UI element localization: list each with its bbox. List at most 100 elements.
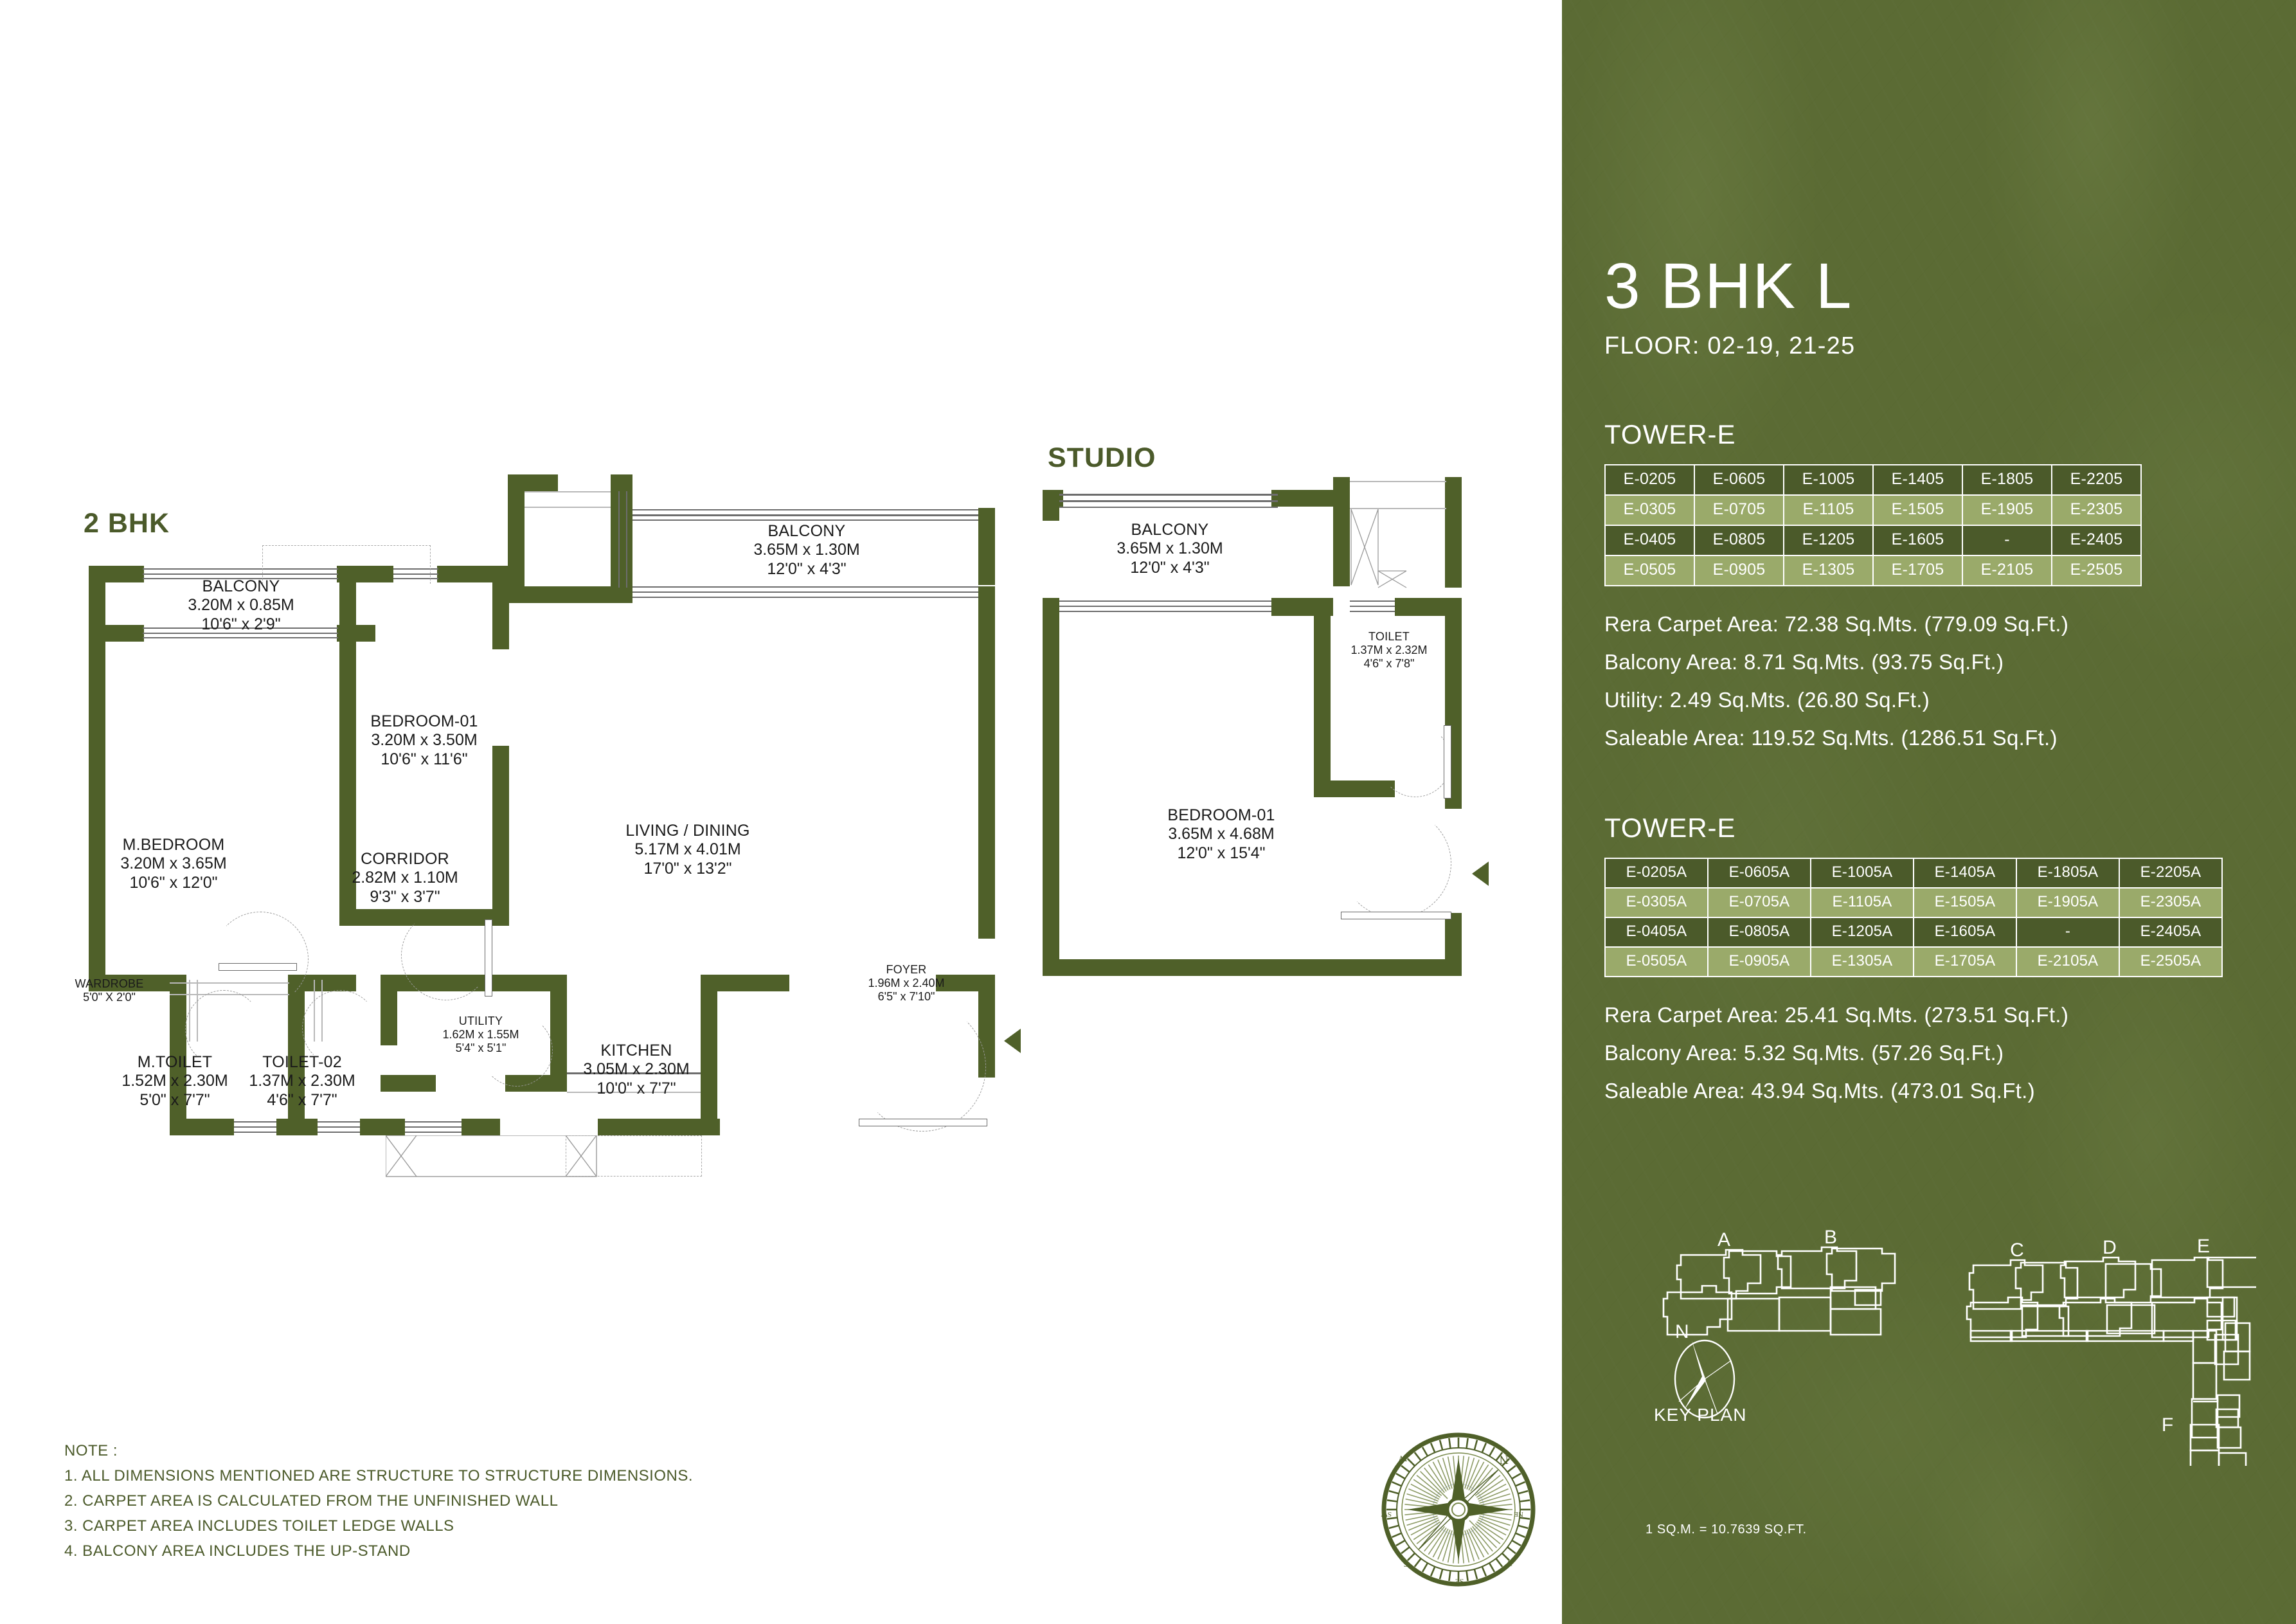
plan-title-2bhk: 2 BHK bbox=[84, 508, 170, 539]
room-label-utility: UTILITY 1.62M x 1.55M 5'4" x 5'1" bbox=[442, 1015, 519, 1055]
table-row: E-0205A E-0605A E-1005A E-1405A E-1805A … bbox=[1604, 858, 2223, 889]
area-line: Rera Carpet Area: 25.41 Sq.Mts. (273.51 … bbox=[1604, 1003, 2069, 1027]
unit-cell[interactable]: E-1205 bbox=[1783, 525, 1874, 556]
unit-cell[interactable]: E-0405 bbox=[1604, 525, 1695, 556]
unit-cell[interactable]: E-0505A bbox=[1604, 946, 1709, 977]
unit-cell[interactable]: E-2405 bbox=[2051, 525, 2142, 556]
studio-closet-hatch-icon bbox=[1350, 509, 1407, 588]
unit-cell-empty: - bbox=[2016, 917, 2120, 948]
utility-hatch-icon bbox=[386, 1135, 597, 1177]
unit-cell[interactable]: E-0305 bbox=[1604, 494, 1695, 526]
note-item: 1. ALL DIMENSIONS MENTIONED ARE STRUCTUR… bbox=[64, 1466, 694, 1484]
unit-cell[interactable]: E-1405A bbox=[1913, 858, 2017, 889]
compass-rose-icon: N NE E SE S SW W bbox=[1381, 1432, 1536, 1587]
unit-cell[interactable]: E-2205A bbox=[2119, 858, 2223, 889]
unit-cell[interactable]: E-1905 bbox=[1962, 494, 2052, 526]
unit-cell[interactable]: E-1805A bbox=[2016, 858, 2120, 889]
unit-cell[interactable]: E-1905A bbox=[2016, 887, 2120, 918]
unit-cell[interactable]: E-1105A bbox=[1810, 887, 1914, 918]
area-line: Rera Carpet Area: 72.38 Sq.Mts. (779.09 … bbox=[1604, 612, 2069, 636]
note-item: 2. CARPET AREA IS CALCULATED FROM THE UN… bbox=[64, 1492, 559, 1510]
room-label-bedroom-01: BEDROOM-01 3.20M x 3.50M 10'6" x 11'6" bbox=[370, 712, 478, 768]
room-label-foyer: FOYER 1.96M x 2.40M 6'5" x 7'10" bbox=[868, 963, 945, 1004]
unit-cell[interactable]: E-0705 bbox=[1694, 494, 1784, 526]
unit-cell[interactable]: E-0305A bbox=[1604, 887, 1709, 918]
unit-cell[interactable]: E-2505A bbox=[2119, 946, 2223, 977]
unit-cell[interactable]: E-1705A bbox=[1913, 946, 2017, 977]
room-label-balcony-left: BALCONY 3.20M x 0.85M 10'6" x 2'9" bbox=[188, 577, 294, 633]
unit-cell[interactable]: E-2205 bbox=[2051, 464, 2142, 496]
unit-cell[interactable]: E-1505A bbox=[1913, 887, 2017, 918]
table-row: E-0405 E-0805 E-1205 E-1605 - E-2405 bbox=[1604, 525, 2142, 556]
unit-cell[interactable]: E-1705 bbox=[1872, 555, 1963, 586]
table-row: E-0505A E-0905A E-1305A E-1705A E-2105A … bbox=[1604, 946, 2223, 977]
unit-cell[interactable]: E-0205 bbox=[1604, 464, 1695, 496]
key-plan-block-label: E bbox=[2197, 1236, 2210, 1257]
key-plan-north-arrow-icon: N bbox=[1674, 1321, 1735, 1419]
plan-title-studio: STUDIO bbox=[1048, 442, 1156, 473]
compass-s-label: S bbox=[1403, 1558, 1408, 1568]
page-title: 3 BHK L bbox=[1604, 250, 1853, 322]
unit-cell[interactable]: E-2105 bbox=[1962, 555, 2052, 586]
area-line: Balcony Area: 8.71 Sq.Mts. (93.75 Sq.Ft.… bbox=[1604, 650, 2004, 674]
unit-cell[interactable]: E-2305A bbox=[2119, 887, 2223, 918]
compass-sw-label: SW bbox=[1381, 1510, 1392, 1518]
unit-cell[interactable]: E-1805 bbox=[1962, 464, 2052, 496]
unit-cell[interactable]: E-1005 bbox=[1783, 464, 1874, 496]
key-plan-block-label: D bbox=[2103, 1237, 2117, 1258]
unit-cell[interactable]: E-2105A bbox=[2016, 946, 2120, 977]
unit-cell[interactable]: E-1405 bbox=[1872, 464, 1963, 496]
table-row: E-0505 E-0905 E-1305 E-1705 E-2105 E-250… bbox=[1604, 555, 2142, 586]
unit-cell-empty: - bbox=[1962, 525, 2052, 556]
tower-heading-2: TOWER-E bbox=[1604, 813, 1736, 843]
unit-cell[interactable]: E-2305 bbox=[2051, 494, 2142, 526]
compass-e-label: E bbox=[1508, 1559, 1512, 1568]
unit-cell[interactable]: E-1305 bbox=[1783, 555, 1874, 586]
room-label-studio-bedroom-01: BEDROOM-01 3.65M x 4.68M 12'0" x 15'4" bbox=[1167, 806, 1275, 862]
key-plan-block-label: F bbox=[2162, 1414, 2173, 1436]
unit-cell[interactable]: E-0705A bbox=[1707, 887, 1811, 918]
room-label-kitchen: KITCHEN 3.05M x 2.30M 10'0" x 7'7" bbox=[583, 1042, 690, 1097]
room-label-studio-balcony: BALCONY 3.65M x 1.30M 12'0" x 4'3" bbox=[1117, 521, 1223, 577]
notes-block: NOTE : 1. ALL DIMENSIONS MENTIONED ARE S… bbox=[64, 1439, 693, 1564]
unit-cell[interactable]: E-1305A bbox=[1810, 946, 1914, 977]
unit-cell[interactable]: E-0805 bbox=[1694, 525, 1784, 556]
note-header: NOTE : bbox=[64, 1442, 118, 1459]
compass-se-label: SE bbox=[1455, 1577, 1464, 1585]
floor-subtitle: FLOOR: 02-19, 21-25 bbox=[1604, 332, 1856, 359]
area-summary-1: Rera Carpet Area: 72.38 Sq.Mts. (779.09 … bbox=[1604, 613, 2254, 748]
unit-cell[interactable]: E-0605 bbox=[1694, 464, 1784, 496]
table-row: E-0305A E-0705A E-1105A E-1505A E-1905A … bbox=[1604, 887, 2223, 918]
key-plan: A B C D E F N KEY PLAN bbox=[1646, 1209, 2263, 1466]
unit-cell[interactable]: E-0505 bbox=[1604, 555, 1695, 586]
unit-cell[interactable]: E-1605A bbox=[1913, 917, 2017, 948]
area-line: Saleable Area: 43.94 Sq.Mts. (473.01 Sq.… bbox=[1604, 1079, 2035, 1103]
unit-cell[interactable]: E-2505 bbox=[2051, 555, 2142, 586]
room-label-master-toilet: M.TOILET 1.52M x 2.30M 5'0" x 7'7" bbox=[121, 1053, 228, 1109]
room-label-toilet-02: TOILET-02 1.37M x 2.30M 4'6" x 7'7" bbox=[249, 1053, 355, 1109]
unit-cell[interactable]: E-0905A bbox=[1707, 946, 1811, 977]
unit-cell[interactable]: E-1605 bbox=[1872, 525, 1963, 556]
unit-cell[interactable]: E-1205A bbox=[1810, 917, 1914, 948]
unit-cell[interactable]: E-1505 bbox=[1872, 494, 1963, 526]
key-plan-diagram: A B C D E F bbox=[1662, 1227, 2256, 1466]
unit-cell[interactable]: E-0405A bbox=[1604, 917, 1709, 948]
unit-cell[interactable]: E-1005A bbox=[1810, 858, 1914, 889]
unit-cell[interactable]: E-0805A bbox=[1707, 917, 1811, 948]
room-label-balcony-top-right: BALCONY 3.65M x 1.30M 12'0" x 4'3" bbox=[753, 522, 860, 578]
room-label-corridor: CORRIDOR 2.82M x 1.10M 9'3" x 3'7" bbox=[352, 850, 458, 906]
unit-cell[interactable]: E-0605A bbox=[1707, 858, 1811, 889]
compass-n-label: N bbox=[1500, 1452, 1509, 1466]
note-item: 4. BALCONY AREA INCLUDES THE UP-STAND bbox=[64, 1542, 411, 1560]
entry-arrow-2bhk bbox=[1004, 1029, 1021, 1053]
unit-cell[interactable]: E-0905 bbox=[1694, 555, 1784, 586]
unit-cell[interactable]: E-2405A bbox=[2119, 917, 2223, 948]
table-row: E-0405A E-0805A E-1205A E-1605A - E-2405… bbox=[1604, 917, 2223, 948]
area-line: Saleable Area: 119.52 Sq.Mts. (1286.51 S… bbox=[1604, 726, 2058, 750]
key-plan-block-label: C bbox=[2010, 1240, 2024, 1261]
info-panel: 3 BHK L FLOOR: 02-19, 21-25 TOWER-E E-02… bbox=[1562, 0, 2296, 1624]
room-label-studio-toilet: TOILET 1.37M x 2.32M 4'6" x 7'8" bbox=[1350, 630, 1428, 671]
unit-cell[interactable]: E-0205A bbox=[1604, 858, 1709, 889]
unit-cell[interactable]: E-1105 bbox=[1783, 494, 1874, 526]
entry-arrow-studio bbox=[1472, 862, 1489, 886]
